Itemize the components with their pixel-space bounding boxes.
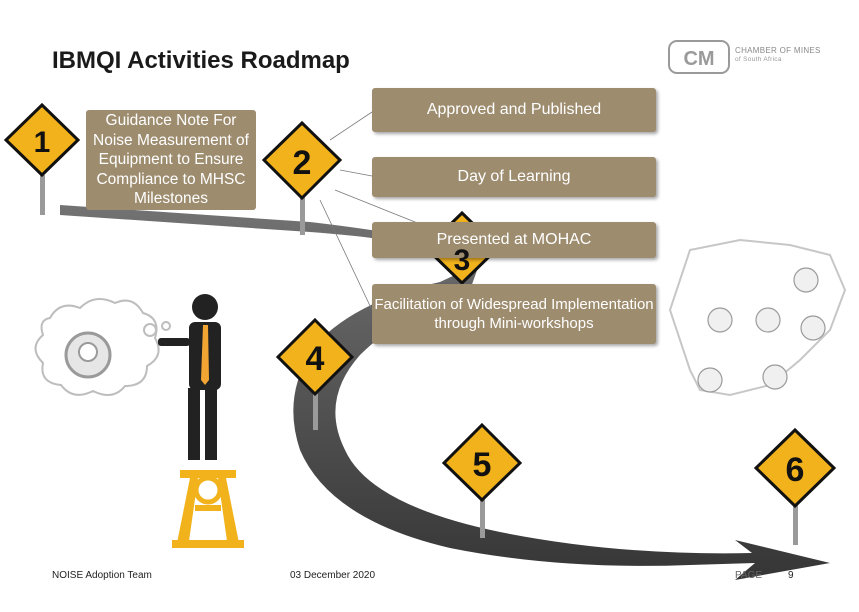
logo-text: CHAMBER OF MINES of South Africa [735, 46, 821, 64]
sign-number-4: 4 [306, 340, 325, 378]
sign-number-1: 1 [34, 126, 51, 159]
sign-1 [3, 102, 81, 178]
headframe-icon [172, 470, 244, 548]
footer-date: 03 December 2020 [290, 570, 376, 581]
guidance-note-box: Guidance Note For Noise Measurement of E… [86, 110, 256, 210]
sign-4 [275, 317, 355, 397]
sign-6 [753, 427, 837, 509]
callout-day-of-learning: Day of Learning [372, 157, 656, 197]
logo-line-2: of South Africa [735, 56, 782, 63]
chamber-of-mines-logo: CM [668, 40, 730, 74]
sign-2 [261, 120, 343, 201]
thought-bubble [34, 298, 171, 396]
guidance-note-text: Guidance Note For Noise Measurement of E… [93, 112, 249, 208]
sign-number-5: 5 [473, 446, 492, 484]
lightbulb-icon [78, 342, 98, 362]
logo-line-1: CHAMBER OF MINES [735, 46, 821, 55]
footer-page-label: PAGE [735, 570, 763, 581]
south-africa-map-icon [668, 238, 847, 397]
footer-page-number: 9 [788, 570, 794, 581]
sign-number-2: 2 [293, 144, 312, 182]
footer-team: NOISE Adoption Team [52, 570, 152, 581]
callout-approved: Approved and Published [372, 88, 656, 132]
callout-facilitation: Facilitation of Widespread Implementatio… [372, 284, 656, 344]
road [60, 205, 830, 580]
sign-5 [441, 422, 523, 503]
page-title: IBMQI Activities Roadmap [52, 47, 350, 74]
sign-number-6: 6 [786, 451, 805, 489]
logo-mark: CM [683, 48, 714, 70]
callout-mohac: Presented at MOHAC [372, 222, 656, 258]
sign-number-3: 3 [454, 244, 471, 277]
businessman-figure [158, 294, 221, 460]
